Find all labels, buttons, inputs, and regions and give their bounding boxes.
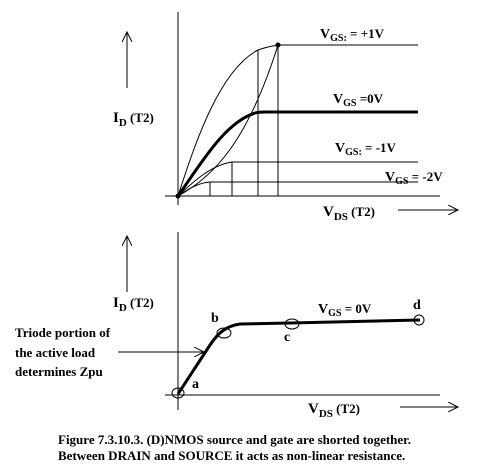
annotation-line-3: determines Zpu (15, 364, 103, 379)
label-vgs-plus1: VGS: = +1V (320, 26, 385, 44)
point-d-label: d (413, 298, 421, 313)
saturation-dot (275, 42, 281, 48)
saturation-guides (209, 45, 279, 196)
bottom-x-label: VDS (T2) (308, 401, 360, 420)
point-b-label: b (211, 311, 219, 326)
triode-annotation: Triode portion of the active load determ… (15, 325, 204, 379)
point-b-marker (216, 327, 232, 339)
caption-line-1: Figure 7.3.10.3. (D)NMOS source and gate… (58, 432, 412, 447)
point-a-label: a (192, 377, 199, 392)
top-x-label: VDS (T2) (323, 204, 375, 223)
point-d-marker (413, 314, 425, 326)
origin-dot-top (175, 193, 181, 199)
annotation-line-1: Triode portion of (15, 325, 111, 340)
bottom-curve-label: VGS = 0V (318, 301, 372, 319)
figure-caption: Figure 7.3.10.3. (D)NMOS source and gate… (58, 432, 498, 464)
curve-vgs-plus1 (177, 44, 418, 197)
curve-vgs-0 (176, 110, 418, 197)
curve-vgs-minus2 (177, 181, 418, 197)
caption-line-2: Between DRAIN and SOURCE it acts as non-… (58, 448, 406, 463)
bottom-y-label: ID (T2) (113, 295, 154, 314)
annotation-line-2: the active load (15, 345, 96, 360)
label-vgs-minus1: VGS: = -1V (335, 140, 397, 158)
point-c-marker (284, 318, 300, 330)
curve-vgs-0-bottom (176, 318, 421, 395)
point-a-marker (171, 387, 185, 399)
top-y-label: ID (T2) (113, 110, 154, 129)
curve-vgs-minus1 (177, 161, 418, 197)
point-markers (171, 314, 425, 399)
bottom-plot: a b c d ID (T2) VDS (T2) VGS = 0V Triode… (15, 232, 458, 420)
label-vgs-minus2: VGS = -2V (385, 169, 443, 187)
label-vgs-0: VGS =0V (333, 91, 384, 109)
top-plot: ID (T2) VDS (T2) VGS: = +1V VGS =0V VGS:… (113, 12, 458, 223)
point-c-label: c (284, 330, 290, 345)
